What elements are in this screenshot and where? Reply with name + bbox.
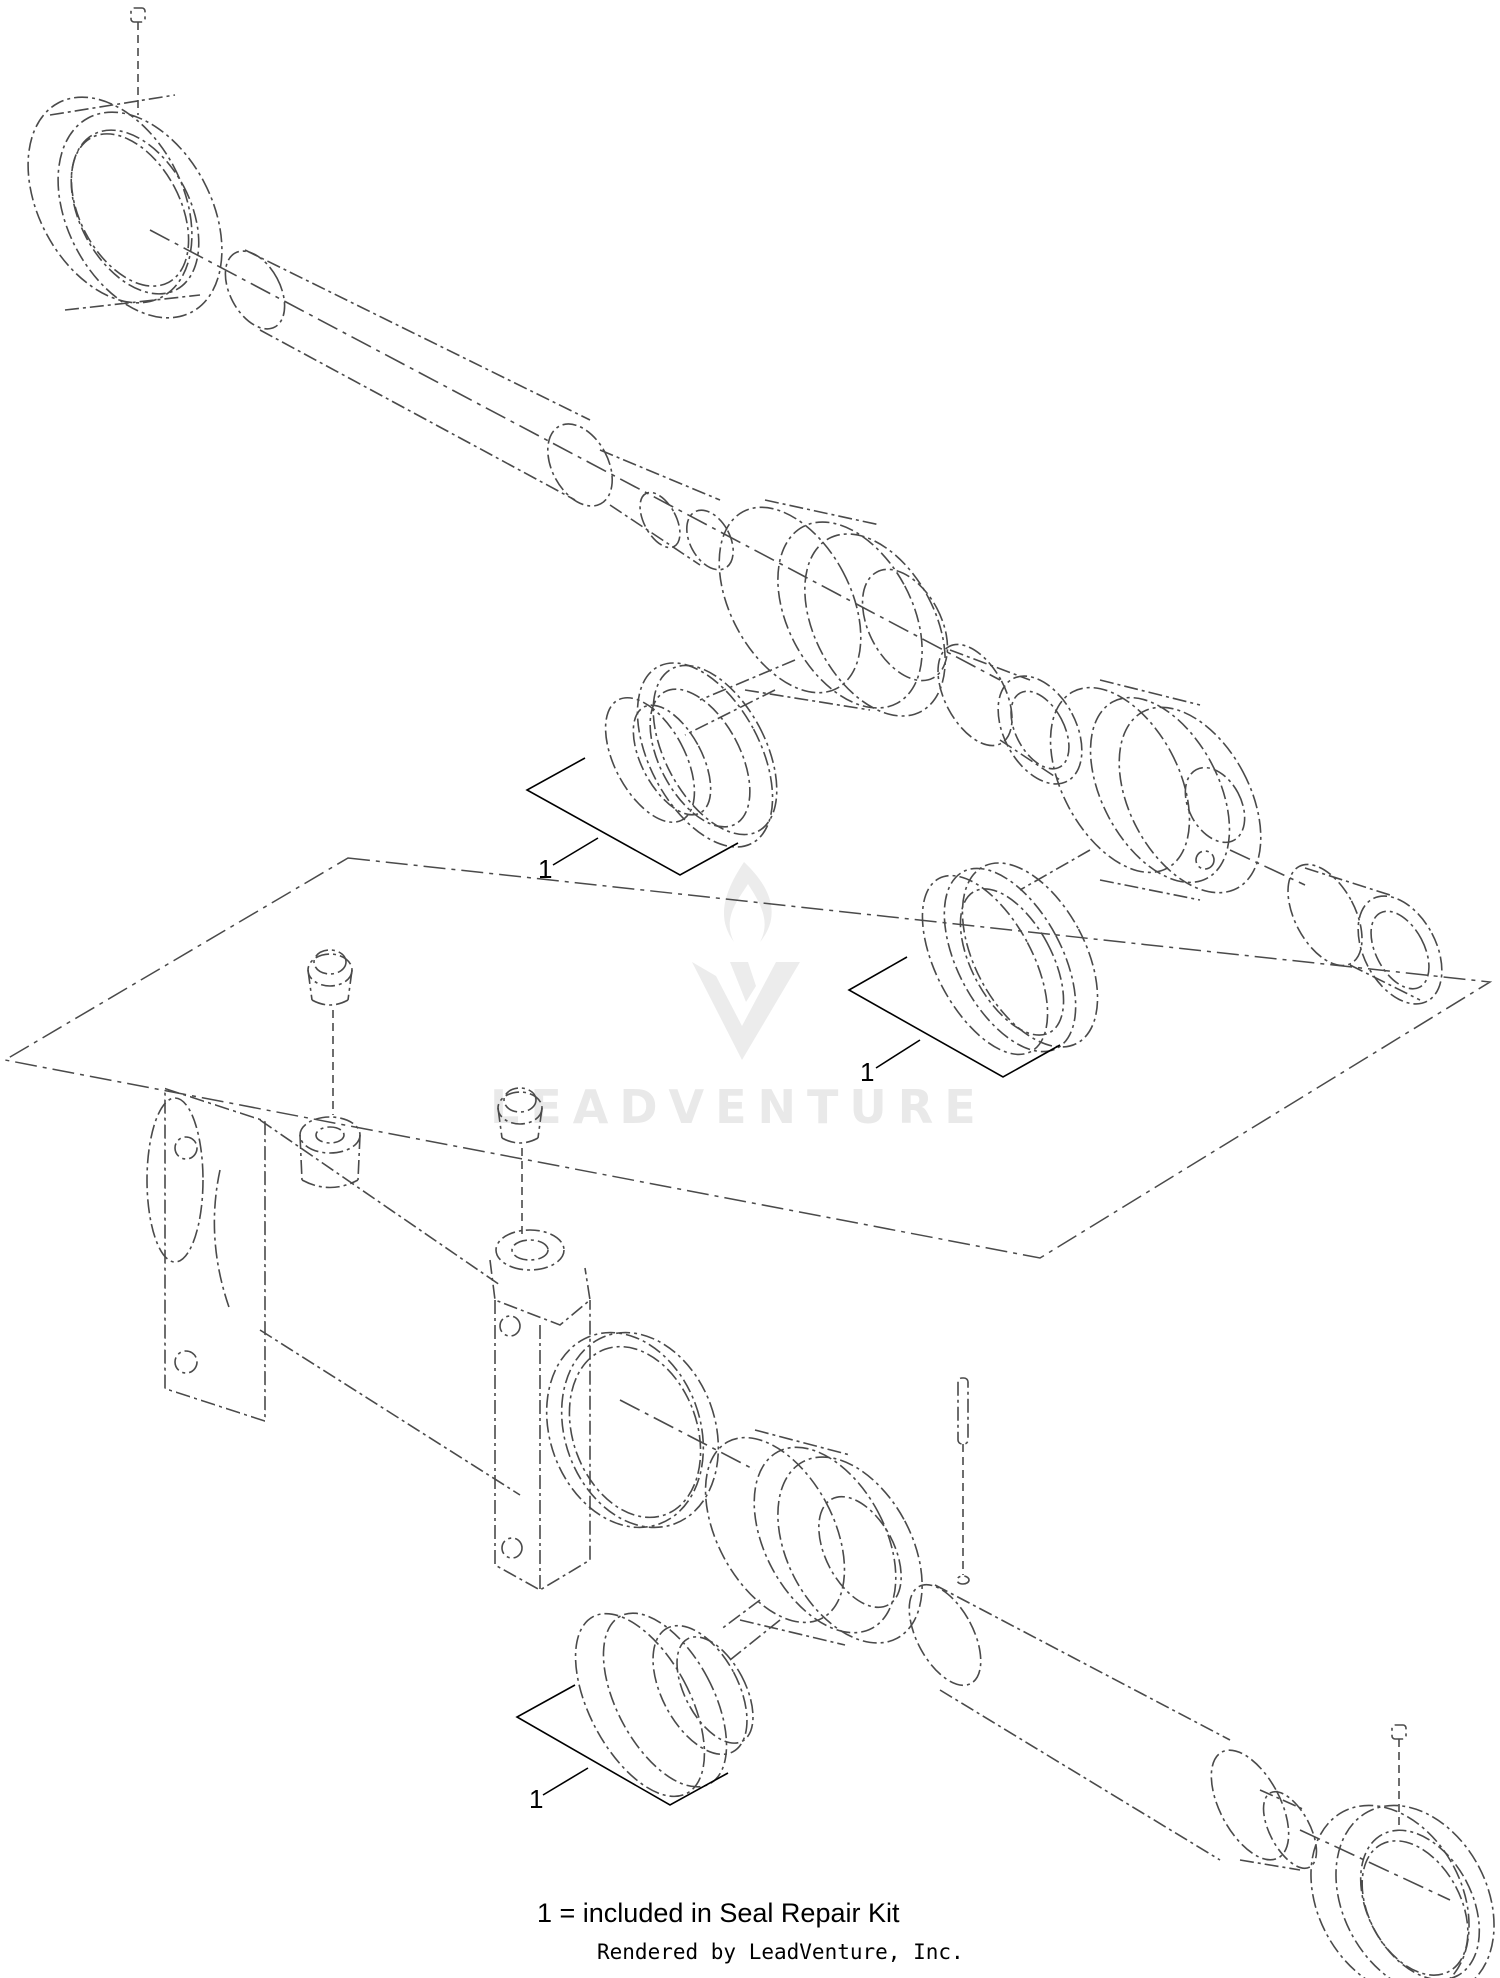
gland-upper-icon [684, 499, 949, 736]
roll-pin-icon [956, 1377, 970, 1585]
callout-label-2: 1 [860, 1057, 874, 1087]
callout-label-3: 1 [529, 1784, 543, 1814]
watermark-logo [692, 862, 800, 1060]
cylinder-mouth-icon [545, 1331, 756, 1529]
exploded-view-boundary [2, 857, 1493, 1259]
gland-lower-icon [704, 1429, 923, 1661]
set-screw-bottom-icon [1391, 1724, 1407, 1830]
credit-text: Rendered by LeadVenture, Inc. [597, 1940, 964, 1964]
wear-ring-b-icon [1229, 849, 1443, 1005]
wear-ring-a-icon [937, 643, 1083, 785]
piston-icon [1019, 679, 1262, 901]
upper-rod-assembly [27, 7, 1443, 1056]
bushing-icon [299, 1116, 361, 1189]
callout-label-1: 1 [538, 854, 552, 884]
lower-cylinder-assembly [146, 949, 1495, 1978]
bolt-right-icon [497, 1087, 543, 1238]
seal-group-b-icon [921, 862, 1099, 1056]
bolt-left-icon [307, 949, 353, 1115]
callout-bracket-2 [847, 956, 1061, 1078]
watermark-text: LEADVENTURE [490, 1080, 987, 1134]
rod-end-ring-lower-icon [1310, 1804, 1495, 1978]
legend-text: 1 = included in Seal Repair Kit [537, 1898, 900, 1928]
piston-rod-lower-icon [908, 1583, 1451, 1901]
seal-group-a-icon [604, 662, 778, 848]
rod-end-ring-upper-icon [27, 94, 223, 319]
seal-group-c-icon [574, 1612, 754, 1798]
piston-rod-icon [149, 229, 1001, 681]
callout-bracket-1 [525, 757, 739, 876]
callout-bracket-3 [515, 1684, 729, 1806]
set-screw-top-icon [130, 7, 146, 115]
cylinder-body-icon [146, 1087, 521, 1496]
mount-block-icon [489, 1229, 591, 1591]
